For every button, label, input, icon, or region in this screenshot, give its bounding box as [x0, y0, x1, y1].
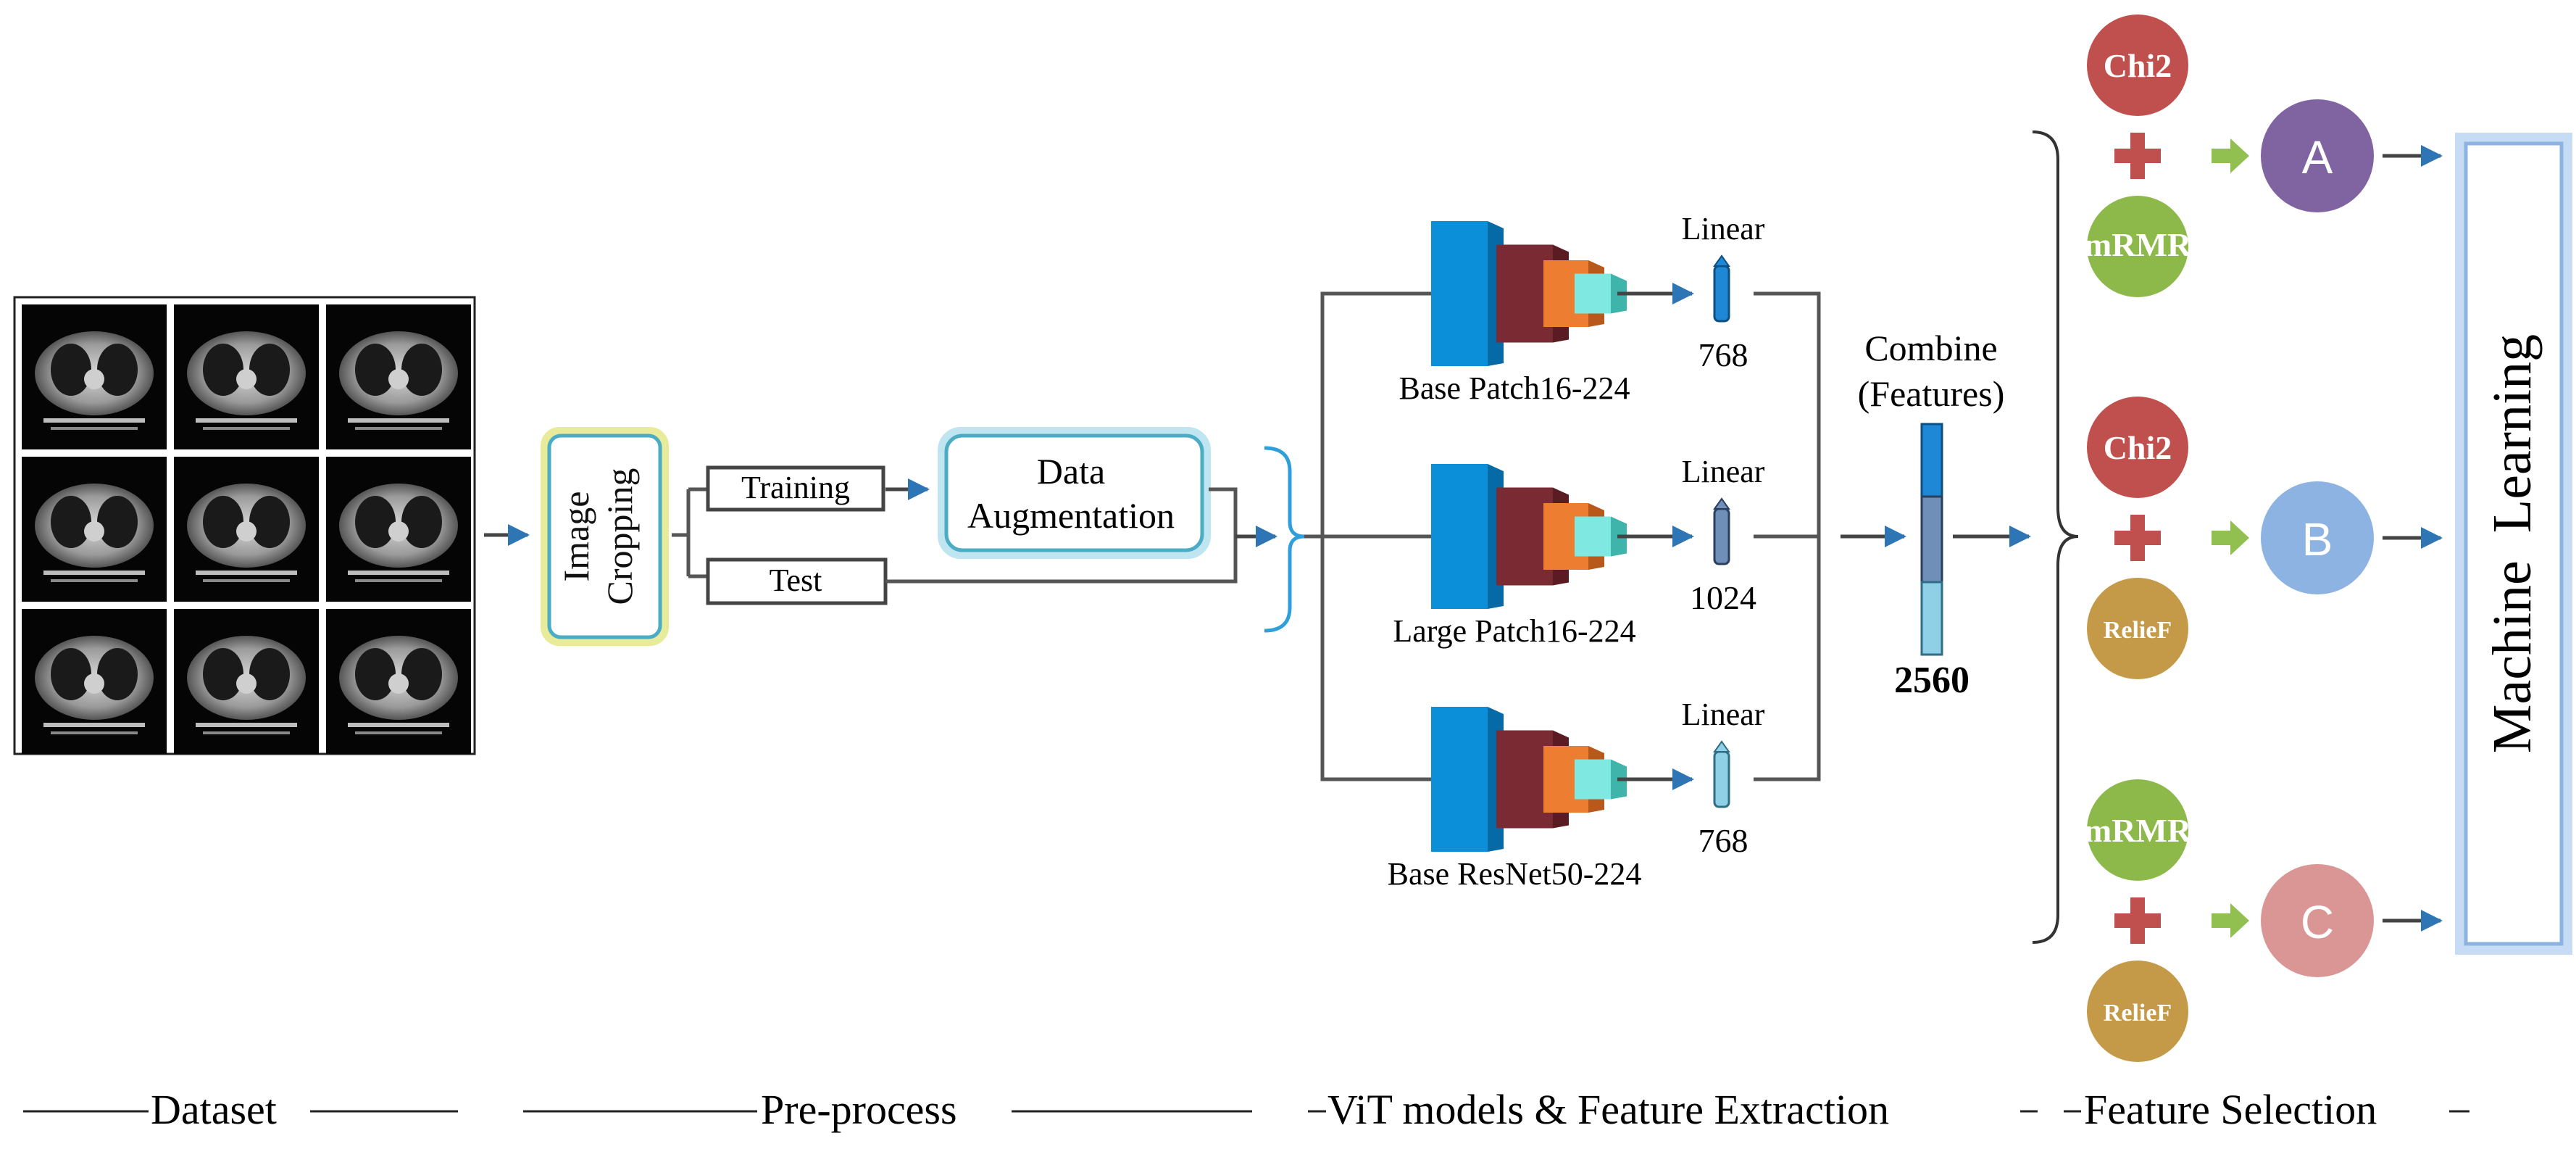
- image-cropping-line1: Image: [556, 491, 596, 582]
- result-label: C: [2301, 896, 2334, 948]
- linear-label: Linear: [1682, 211, 1765, 246]
- ct-scan-image: [22, 609, 167, 754]
- image-cropping-box: Image Cropping: [541, 427, 669, 646]
- model-block: Base Patch16-224 Linear 768: [1399, 211, 1765, 406]
- combine-features: Combine (Features) 2560: [1858, 328, 2005, 701]
- method-label: mRMR: [2084, 226, 2192, 263]
- selection-group: Chi2 mRMR A: [2084, 14, 2443, 297]
- linear-dim: 1024: [1690, 579, 1756, 616]
- stage-preprocess: Pre-process: [761, 1086, 957, 1133]
- method-circle: [2087, 397, 2188, 498]
- preprocess-split-lines: [672, 487, 706, 578]
- method-label: Chi2: [2104, 47, 2172, 84]
- test-box: Test: [706, 557, 888, 605]
- method-label: Chi2: [2104, 429, 2172, 466]
- stage-vit: ViT models & Feature Extraction: [1327, 1086, 1889, 1133]
- test-label: Test: [770, 563, 822, 598]
- linear-vector: [1713, 265, 1730, 323]
- linear-dim: 768: [1698, 822, 1748, 859]
- result-circle: [2261, 99, 2374, 212]
- green-arrow-icon: [2212, 138, 2249, 173]
- ct-scan-image: [326, 304, 471, 449]
- feature-selection-brace: [2032, 130, 2079, 944]
- method-label: RelieF: [2104, 1000, 2172, 1026]
- image-cropping-line2: Cropping: [599, 468, 640, 605]
- result-label: B: [2302, 513, 2333, 565]
- ct-scan-image: [22, 457, 167, 602]
- combine-line2: (Features): [1858, 373, 2005, 414]
- method-circle: [2087, 196, 2188, 297]
- augmentation-line2: Augmentation: [967, 495, 1175, 536]
- machine-learning-label: Machine Learning: [2482, 334, 2543, 753]
- linear-dim: 768: [1698, 336, 1748, 373]
- stage-dataset: Dataset: [151, 1086, 277, 1133]
- linear-vector: [1713, 750, 1730, 808]
- result-circle: [2261, 864, 2374, 977]
- ct-scan-image: [326, 457, 471, 602]
- machine-learning-box: Machine Learning: [2455, 133, 2572, 955]
- result-label: A: [2302, 131, 2333, 183]
- linear-label: Linear: [1682, 697, 1765, 732]
- preprocess-output-brace: [1264, 446, 1305, 633]
- method-label: RelieF: [2104, 617, 2172, 644]
- combined-vector-seg2: [1920, 495, 1943, 584]
- combine-line1: Combine: [1864, 328, 1997, 368]
- data-augmentation-box: Data Augmentation: [938, 427, 1211, 559]
- linear-vector: [1713, 507, 1730, 565]
- method-circle: [2087, 578, 2188, 679]
- ct-scan-image: [22, 304, 167, 449]
- stage-labels: Dataset Pre-process ViT models & Feature…: [23, 1086, 2469, 1133]
- ct-scan-image: [174, 457, 319, 602]
- ct-scan-image: [174, 609, 319, 754]
- stage-selection: Feature Selection: [2084, 1086, 2377, 1133]
- ct-scan-image: [174, 304, 319, 449]
- green-arrow-icon: [2212, 520, 2249, 555]
- plus-icon: [2114, 515, 2161, 561]
- model-name: Large Patch16-224: [1393, 613, 1635, 649]
- training-label: Training: [741, 470, 850, 505]
- combine-total: 2560: [1894, 660, 1969, 701]
- selection-group: mRMR RelieF C: [2084, 779, 2443, 1062]
- linear-merge-lines: [1754, 291, 1821, 781]
- combined-vector-seg3: [1920, 581, 1943, 656]
- method-circle: [2087, 14, 2188, 116]
- green-arrow-icon: [2212, 903, 2249, 938]
- linear-label: Linear: [1682, 454, 1765, 489]
- ct-scan-image: [326, 609, 471, 754]
- method-circle: [2087, 961, 2188, 1062]
- combined-vector-seg1: [1920, 423, 1943, 498]
- training-box: Training: [706, 465, 885, 512]
- plus-icon: [2114, 897, 2161, 944]
- result-circle: [2261, 481, 2374, 594]
- model-block: Base ResNet50-224 Linear 768: [1388, 697, 1765, 892]
- model-bracket-lines: [1304, 291, 1438, 781]
- plus-icon: [2114, 133, 2161, 179]
- model-block: Large Patch16-224 Linear 1024: [1393, 454, 1764, 649]
- method-label: mRMR: [2084, 812, 2192, 849]
- augmentation-line1: Data: [1037, 451, 1105, 491]
- model-name: Base Patch16-224: [1399, 370, 1630, 406]
- dataset-image-grid: [13, 296, 476, 755]
- preprocess-merge-lines: [885, 487, 1238, 584]
- method-circle: [2087, 779, 2188, 881]
- model-name: Base ResNet50-224: [1388, 856, 1642, 892]
